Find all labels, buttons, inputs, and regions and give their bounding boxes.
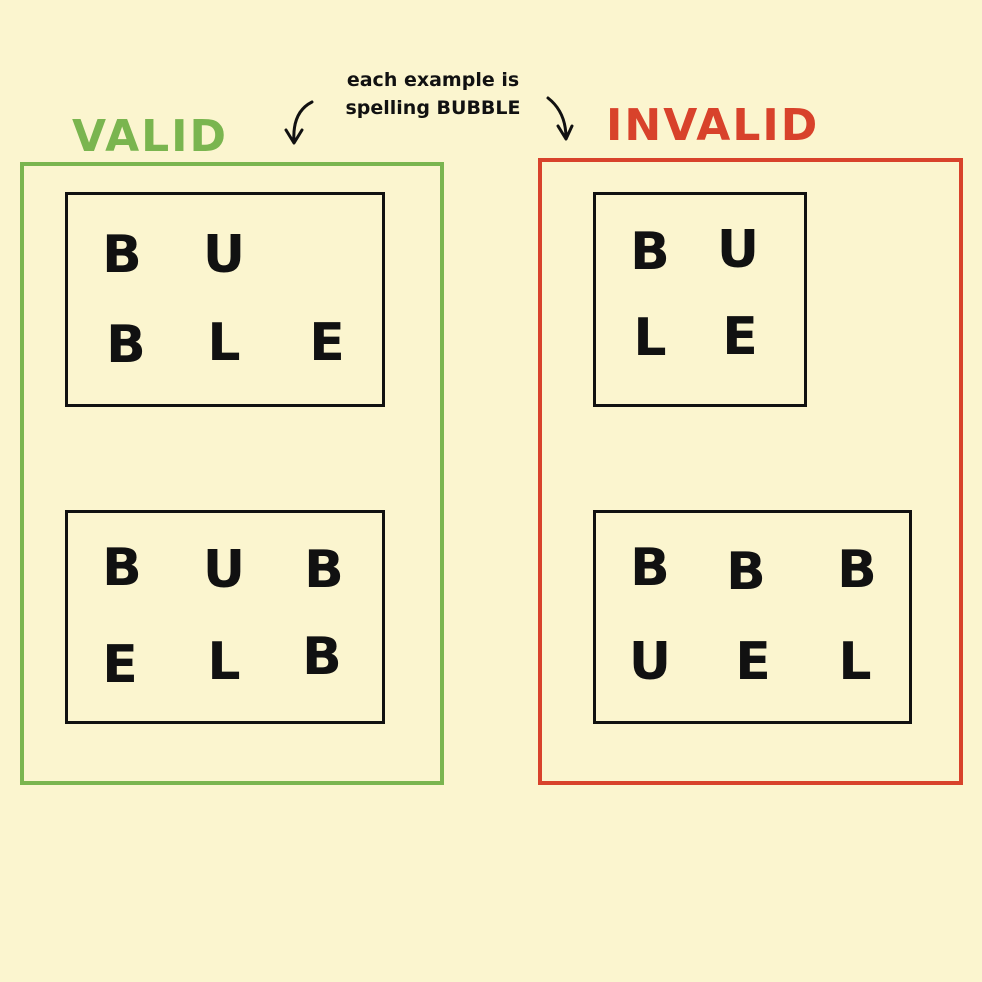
letter-tile: B — [726, 542, 766, 602]
letter-tile: U — [628, 632, 672, 692]
invalid-example-1 — [593, 192, 807, 407]
letter-tile: B — [304, 540, 344, 600]
invalid-panel — [538, 158, 963, 785]
letter-tile: U — [202, 225, 246, 285]
letter-tile — [296, 220, 356, 290]
letter-tile: B — [837, 540, 877, 600]
letter-tile: U — [716, 220, 760, 280]
right-arrow-icon — [546, 96, 574, 141]
letter-tile: L — [207, 313, 241, 373]
letter-tile: E — [309, 313, 345, 373]
valid-example-2 — [65, 510, 385, 724]
letter-tile: L — [633, 308, 667, 368]
invalid-example-2 — [593, 510, 912, 724]
letter-tile: B — [630, 222, 670, 282]
letter-tile: U — [202, 540, 246, 600]
annotation-note-line-1: each example is — [346, 69, 520, 91]
letter-tile: E — [735, 632, 771, 692]
valid-panel — [20, 162, 444, 785]
letter-tile: B — [630, 538, 670, 598]
letter-tile: B — [106, 315, 146, 375]
valid-example-1 — [65, 192, 385, 407]
valid-heading: VALID — [72, 111, 229, 162]
letter-tile: B — [102, 225, 142, 285]
letter-tile: E — [102, 635, 138, 695]
letter-tile: L — [838, 632, 872, 692]
letter-tile: E — [722, 307, 758, 367]
annotation-note-line-2: spelling BUBBLE — [345, 97, 521, 119]
letter-tile: B — [102, 538, 142, 598]
annotation-note: each example is spelling BUBBLE — [318, 66, 548, 122]
letter-tile: B — [302, 627, 342, 687]
letter-tile: L — [207, 632, 241, 692]
invalid-heading: INVALID — [606, 100, 820, 151]
left-arrow-icon — [284, 100, 314, 145]
